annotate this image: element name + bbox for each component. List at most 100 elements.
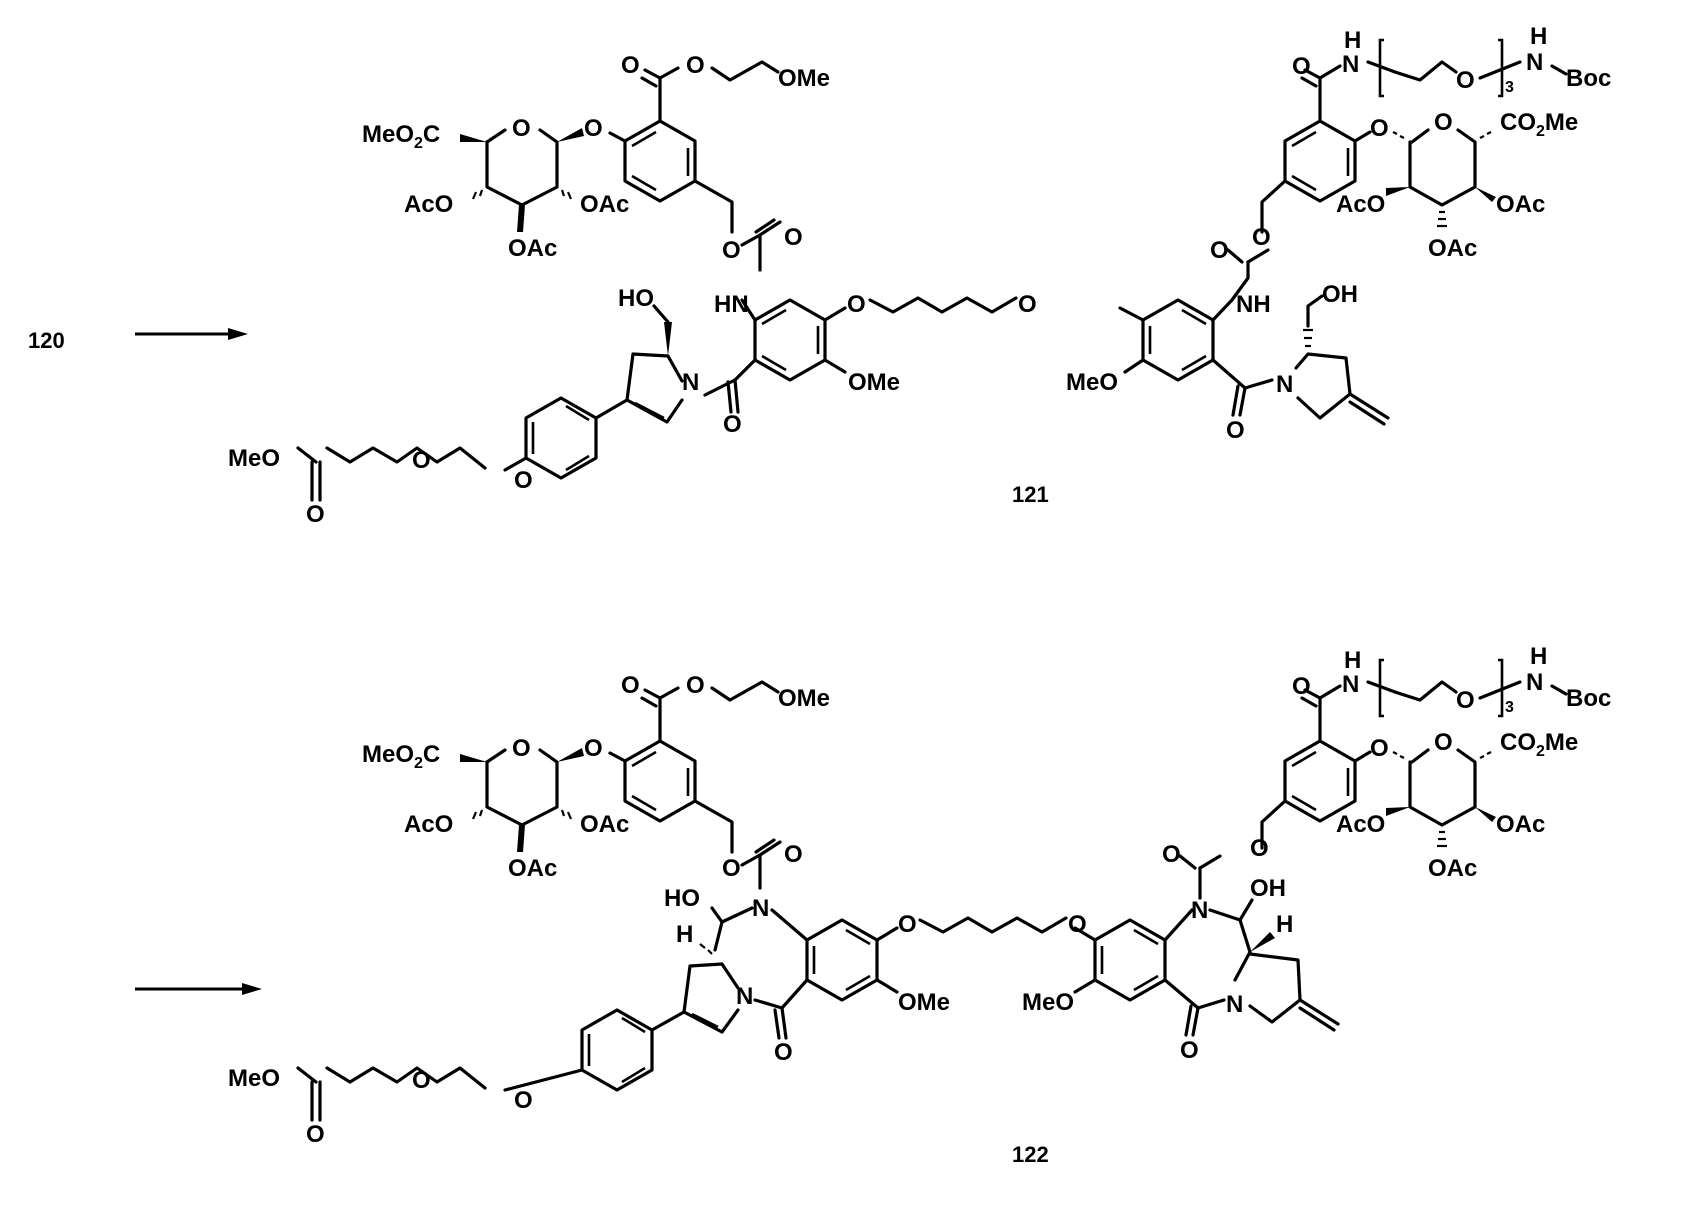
atom-label: O <box>621 672 640 699</box>
atom-label: O <box>686 672 705 699</box>
atom-label: O <box>1434 109 1453 136</box>
atom-label: O <box>686 52 705 79</box>
pentyl-linker-121 <box>868 296 1018 314</box>
atom-label: HO <box>618 285 654 312</box>
peg-ester-chain-121 <box>325 446 487 470</box>
atom-label: O <box>1370 115 1389 142</box>
atom-label: OAc <box>1496 191 1545 218</box>
atom-label: O <box>1434 729 1453 756</box>
atom-label: O <box>584 735 603 762</box>
compound-label-121: 121 <box>1012 482 1049 507</box>
atom-label: N <box>1526 49 1543 76</box>
compound-label-120: 120 <box>28 328 65 353</box>
atom-label: AcO <box>404 191 453 218</box>
atom-label: H <box>676 921 693 948</box>
atom-label: HO <box>664 885 700 912</box>
atom-label: N <box>682 369 699 396</box>
atom-label: H <box>1530 23 1547 50</box>
atom-label: AcO <box>1336 191 1385 218</box>
atom-label: O <box>784 224 803 251</box>
atom-label: O <box>512 735 531 762</box>
atom-label: OH <box>1322 281 1358 308</box>
atom-label: MeO <box>228 1065 280 1092</box>
atom-label: NH <box>1236 291 1271 318</box>
atom-label: O <box>1456 687 1475 714</box>
atom-label: OAc <box>580 811 629 838</box>
glucuronide-ring-left-121 <box>460 128 584 232</box>
atom-label: MeO <box>1066 369 1118 396</box>
atom-label: O <box>898 911 917 938</box>
atom-label: Boc <box>1566 685 1611 712</box>
atom-label: AcO <box>404 811 453 838</box>
anthranilate-ring-right-121 <box>1118 248 1274 417</box>
compound-121: O O OMe MeO2C O O AcO OAc OAc O O HN HO … <box>228 52 1018 528</box>
atom-label: O <box>847 291 866 318</box>
compound-122: O O OMe MeO2C O O AcO OAc OAc O O HO H N… <box>228 643 1611 1167</box>
benzene-ring-left-121 <box>608 60 782 272</box>
atom-label: H <box>1344 27 1361 54</box>
glucuronide-ring-right-121 <box>1386 128 1496 228</box>
atom-label: O <box>1018 291 1037 318</box>
atom-label: O <box>1180 1037 1199 1064</box>
atom-label: O <box>1252 224 1271 251</box>
anthranilate-ring-left-121 <box>703 298 847 414</box>
atom-label: N <box>1342 51 1359 78</box>
atom-label: H <box>1344 647 1361 674</box>
reaction-arrow-1 <box>135 328 248 340</box>
atom-label: N <box>1342 671 1359 698</box>
atom-label: O <box>1068 911 1087 938</box>
atom-label: OAc <box>1428 855 1477 882</box>
atom-label: O <box>412 1067 431 1094</box>
atom-label: O <box>722 855 741 882</box>
atom-label: AcO <box>1336 811 1385 838</box>
hash-bond <box>471 189 573 200</box>
atom-label: N <box>1191 897 1208 924</box>
atom-label: OAc <box>508 235 557 262</box>
atom-label: OAc <box>580 191 629 218</box>
atom-label: O <box>621 52 640 79</box>
atom-label: O <box>784 841 803 868</box>
repeat-count: 3 <box>1505 79 1514 96</box>
atom-label: OAc <box>1496 811 1545 838</box>
atom-label: O <box>723 411 742 438</box>
atom-label: MeO2C <box>362 121 440 152</box>
atom-label: O <box>306 501 325 528</box>
atom-label: OMe <box>778 65 830 92</box>
atom-label: O <box>514 467 533 494</box>
atom-label: N <box>1276 371 1293 398</box>
atom-label: O <box>514 1087 533 1114</box>
atom-label: CO2Me <box>1500 729 1578 760</box>
peg-repeat-unit-121 <box>1366 38 1568 98</box>
atom-label: O <box>512 115 531 142</box>
atom-label: N <box>1226 991 1243 1018</box>
atom-label: MeO <box>228 445 280 472</box>
pyrrolidine-ring-right-121 <box>1294 294 1390 426</box>
atom-label: O <box>722 237 741 264</box>
atom-label: CO2Me <box>1500 109 1578 140</box>
atom-label: O <box>584 115 603 142</box>
atom-label: O <box>306 1121 325 1148</box>
atom-label: O <box>1250 835 1269 862</box>
atom-label: O <box>412 447 431 474</box>
atom-label: O <box>1292 53 1311 80</box>
atom-label: OMe <box>898 989 950 1016</box>
compound-label-122: 122 <box>1012 1142 1049 1167</box>
atom-label: OMe <box>778 685 830 712</box>
atom-label: O <box>1456 67 1475 94</box>
atom-label: N <box>736 983 753 1010</box>
repeat-count: 3 <box>1505 699 1514 716</box>
pyrroline-ring-121 <box>594 304 684 424</box>
atom-label: O <box>1370 735 1389 762</box>
benzene-ring-right-121 <box>1260 64 1372 234</box>
atom-label: O <box>774 1039 793 1066</box>
atom-label: H <box>1530 643 1547 670</box>
atom-label: OAc <box>508 855 557 882</box>
atom-label: O <box>1292 673 1311 700</box>
compound-121-right: O H N O 3 H N Boc O O CO2Me AcO OAc OAc … <box>1012 23 1611 507</box>
phenyl-ring-121 <box>503 396 598 480</box>
atom-label: HN <box>714 291 749 318</box>
atom-label: H <box>1276 911 1293 938</box>
atom-label: MeO <box>1022 989 1074 1016</box>
atom-label: N <box>1526 669 1543 696</box>
